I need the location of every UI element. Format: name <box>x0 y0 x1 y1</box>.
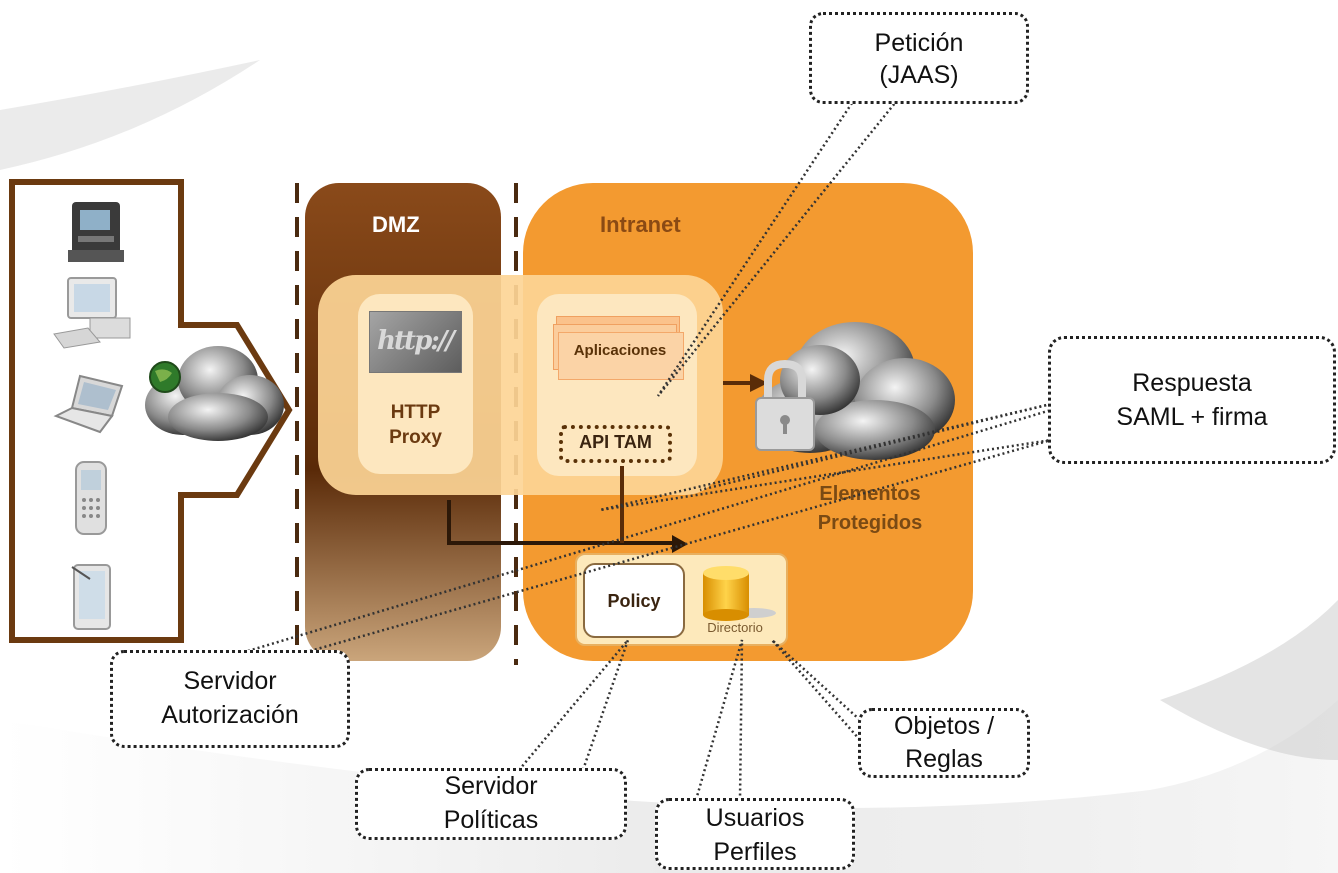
api-tam-label: API TAM <box>579 432 652 452</box>
callout-objetos <box>858 708 1030 778</box>
globe-icon <box>149 361 181 393</box>
pda-icon <box>71 564 111 630</box>
api-tam-box <box>559 425 672 463</box>
database-icon <box>703 566 776 621</box>
lock-icon <box>755 359 815 451</box>
callout-servidor-politicas-line2: Políticas <box>443 806 539 834</box>
callout-objetos-line1: Objetos / <box>893 712 995 740</box>
callout-respuesta <box>1048 336 1336 464</box>
callout-servidor-autorizacion-line2: Autorización <box>161 701 299 729</box>
app-stack-front <box>558 332 684 380</box>
policy-label: Policy <box>607 591 661 611</box>
aplicaciones-label: Aplicaciones <box>573 342 667 359</box>
atm-icon <box>68 202 124 262</box>
callout-usuarios <box>655 798 855 870</box>
http-logo-icon <box>369 311 462 373</box>
intranet-label: Intranet <box>600 212 681 237</box>
laptop-icon <box>53 374 124 434</box>
callout-objetos-line2: Reglas <box>905 745 983 773</box>
callout-peticion <box>809 12 1029 104</box>
elementos-label-2: Protegidos <box>817 512 923 534</box>
desktop-computer-icon <box>53 277 131 349</box>
http-proxy-label-1: HTTP <box>390 402 441 423</box>
http-proxy-label-2: Proxy <box>389 427 442 448</box>
callout-respuesta-line1: Respuesta <box>1132 369 1252 397</box>
directorio-label: Directorio <box>707 620 763 635</box>
protected-cloud-icon <box>755 322 955 460</box>
callout-peticion-line1: Petición <box>874 29 964 57</box>
callout-servidor-politicas-line1: Servidor <box>444 772 538 800</box>
callout-usuarios-line1: Usuarios <box>705 804 805 832</box>
callout-servidor-autorizacion <box>110 650 350 748</box>
callout-servidor-autorizacion-line1: Servidor <box>183 667 277 695</box>
policy-box <box>583 563 685 638</box>
mobile-phone-icon <box>75 461 107 535</box>
http-logo-text: http:// <box>377 326 455 356</box>
callout-usuarios-line2: Perfiles <box>713 838 797 866</box>
internet-cloud-icon <box>145 346 284 441</box>
callout-peticion-line2: (JAAS) <box>879 61 959 89</box>
callout-servidor-politicas <box>355 768 627 840</box>
callout-respuesta-line2: SAML + firma <box>1116 403 1268 431</box>
dmz-label: DMZ <box>372 212 420 237</box>
